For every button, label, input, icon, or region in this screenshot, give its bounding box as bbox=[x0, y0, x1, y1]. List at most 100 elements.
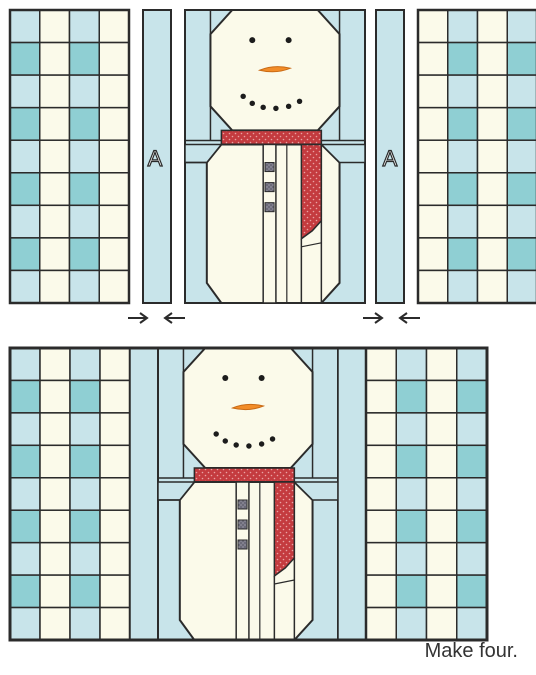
checker-square bbox=[40, 173, 70, 206]
checker-square bbox=[448, 238, 478, 271]
checker-square bbox=[427, 380, 457, 412]
mouth-dot bbox=[240, 94, 245, 99]
checker-square bbox=[40, 413, 70, 445]
checker-square bbox=[40, 445, 70, 477]
scarf-band bbox=[221, 130, 321, 144]
bottom-left-strip bbox=[130, 348, 158, 640]
checker-square bbox=[478, 75, 508, 108]
checker-square bbox=[366, 348, 396, 380]
mouth-dot bbox=[270, 436, 275, 441]
snowman-button bbox=[238, 520, 247, 529]
eye bbox=[286, 37, 292, 43]
checker-square bbox=[99, 270, 129, 303]
checker-square bbox=[10, 205, 40, 238]
checker-square bbox=[99, 205, 129, 238]
checker-square bbox=[70, 608, 100, 640]
eye bbox=[222, 375, 228, 381]
checker-square bbox=[366, 380, 396, 412]
checker-square bbox=[507, 238, 536, 271]
checker-square bbox=[478, 140, 508, 173]
checker-square bbox=[457, 575, 487, 607]
mouth-dot bbox=[286, 104, 291, 109]
caption-make-four: Make four. bbox=[425, 640, 518, 663]
press-arrows-right bbox=[363, 313, 420, 323]
checker-square bbox=[457, 510, 487, 542]
checker-square bbox=[100, 445, 130, 477]
snowman-button bbox=[265, 203, 274, 212]
checker-square bbox=[70, 43, 100, 76]
checker-square bbox=[418, 238, 448, 271]
checker-square bbox=[99, 238, 129, 271]
checker-square bbox=[100, 575, 130, 607]
checker-square bbox=[40, 108, 70, 141]
checker-square bbox=[396, 478, 426, 510]
checker-square bbox=[70, 10, 100, 43]
checker-square bbox=[100, 413, 130, 445]
checker-square bbox=[100, 510, 130, 542]
checker-square bbox=[99, 43, 129, 76]
checker-square bbox=[366, 608, 396, 640]
snowman-button bbox=[238, 540, 247, 549]
checker-square bbox=[448, 43, 478, 76]
checker-square bbox=[40, 140, 70, 173]
checker-square bbox=[10, 575, 40, 607]
checker-square bbox=[10, 510, 40, 542]
mouth-dot bbox=[250, 101, 255, 106]
checker-square bbox=[396, 413, 426, 445]
bottom-right-checkerboard bbox=[366, 348, 487, 640]
eye bbox=[259, 375, 265, 381]
checker-square bbox=[448, 10, 478, 43]
checker-square bbox=[40, 238, 70, 271]
checker-square bbox=[448, 205, 478, 238]
checker-square bbox=[366, 510, 396, 542]
press-arrow-left-icon bbox=[400, 313, 420, 323]
snowman-button bbox=[238, 500, 247, 509]
checker-square bbox=[70, 413, 100, 445]
checker-square bbox=[100, 608, 130, 640]
checker-square bbox=[70, 238, 100, 271]
checker-square bbox=[366, 445, 396, 477]
top-left-checkerboard bbox=[10, 10, 129, 303]
checker-square bbox=[40, 270, 70, 303]
checker-square bbox=[100, 380, 130, 412]
checker-square bbox=[366, 543, 396, 575]
checker-square bbox=[10, 10, 40, 43]
checker-square bbox=[427, 608, 457, 640]
checker-square bbox=[40, 543, 70, 575]
checker-square bbox=[478, 43, 508, 76]
checker-square bbox=[396, 380, 426, 412]
checker-square bbox=[448, 108, 478, 141]
checker-square bbox=[396, 543, 426, 575]
mouth-dot bbox=[246, 443, 251, 448]
checker-square bbox=[427, 510, 457, 542]
checker-square bbox=[99, 140, 129, 173]
checker-square bbox=[427, 445, 457, 477]
checker-square bbox=[10, 140, 40, 173]
checker-square bbox=[478, 205, 508, 238]
checker-square bbox=[507, 205, 536, 238]
mouth-dot bbox=[223, 438, 228, 443]
checker-square bbox=[396, 445, 426, 477]
checker-square bbox=[10, 75, 40, 108]
checker-square bbox=[418, 205, 448, 238]
checker-square bbox=[478, 10, 508, 43]
checker-square bbox=[10, 270, 40, 303]
checker-square bbox=[478, 108, 508, 141]
checker-square bbox=[507, 270, 536, 303]
checker-square bbox=[99, 10, 129, 43]
sashing-strip bbox=[338, 348, 366, 640]
top-snowman-block bbox=[185, 10, 365, 303]
checker-square bbox=[40, 75, 70, 108]
checker-square bbox=[427, 348, 457, 380]
checker-square bbox=[70, 543, 100, 575]
checker-square bbox=[448, 173, 478, 206]
checker-square bbox=[418, 10, 448, 43]
checker-square bbox=[396, 575, 426, 607]
checker-square bbox=[70, 380, 100, 412]
checker-square bbox=[40, 205, 70, 238]
checker-square bbox=[70, 75, 100, 108]
checker-square bbox=[507, 43, 536, 76]
checker-square bbox=[418, 43, 448, 76]
bottom-right-strip bbox=[338, 348, 366, 640]
checker-square bbox=[396, 608, 426, 640]
